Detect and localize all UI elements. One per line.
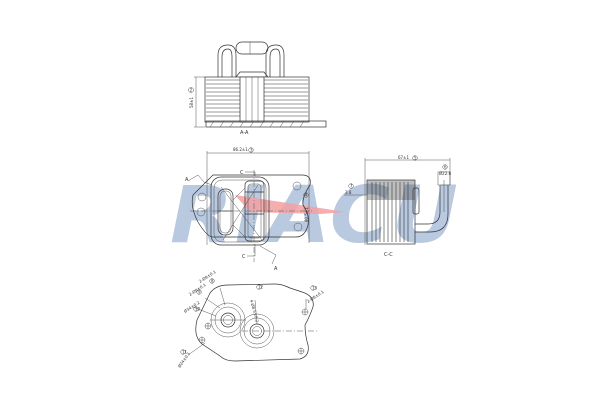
callout-balloon-5: 12 [258,285,264,290]
section-cc-offset-balloon: 7 [350,184,353,189]
section-cc-view: 67±1 5 6 Ø22.8 7 3.8 C-C [344,155,452,258]
section-aa-balloon: 2 [190,88,193,93]
section-aa-height-dim: 58±1 [189,97,194,108]
callout-balloon-1: 8 [211,279,214,284]
svg-text:4-Ø8.5±0.2: 4-Ø8.5±0.2 [249,299,260,323]
callout-balloon-6: 13 [312,286,318,291]
section-marker-a-top: A [185,177,189,183]
watermark-swoosh [235,195,345,214]
top-plan-view: 86.2±1 3 4 80.5±1 A [185,147,312,272]
section-aa-label: A-A [240,130,249,136]
watermark-text: RIACU [170,171,460,261]
callout-6: 2-Ø8±0.1 [306,289,325,304]
top-view-width-dim: 86.2±1 [233,147,248,152]
watermark: RIACU [170,171,460,261]
section-marker-c-bottom: C [242,254,246,260]
section-cc-pipe-balloon: 6 [444,165,447,170]
callout-balloon-4: 11 [182,350,188,355]
section-marker-c-top: C [240,170,244,176]
callout-5: 4-Ø8.5±0.2 [249,299,260,323]
section-cc-label: C-C [384,252,393,258]
section-marker-a-bottom: A [274,266,278,272]
section-cc-pipe-dim: Ø22.8 [439,171,452,176]
top-view-height-dim: 80.5±1 [304,207,309,222]
base-hatch [209,120,305,128]
section-cc-width-balloon: 5 [414,156,417,161]
svg-text:2-Ø8±0.1: 2-Ø8±0.1 [306,289,325,304]
flange-view: 2-Ø8±0.1 8 2-Ø8±0.1 9 Ø34±0.2 10 Ø24±0.1… [177,269,325,369]
section-cc-width-dim: 67±1 [398,155,409,160]
top-view-width-balloon: 3 [250,148,253,153]
section-cc-offset-dim: 3.8 [345,190,352,195]
top-view-height-balloon: 4 [305,193,308,198]
section-aa-view: 2 58±1 A-A [188,41,327,136]
callout-balloon-2: 9 [198,290,201,295]
fin-stack-cc [371,182,409,242]
